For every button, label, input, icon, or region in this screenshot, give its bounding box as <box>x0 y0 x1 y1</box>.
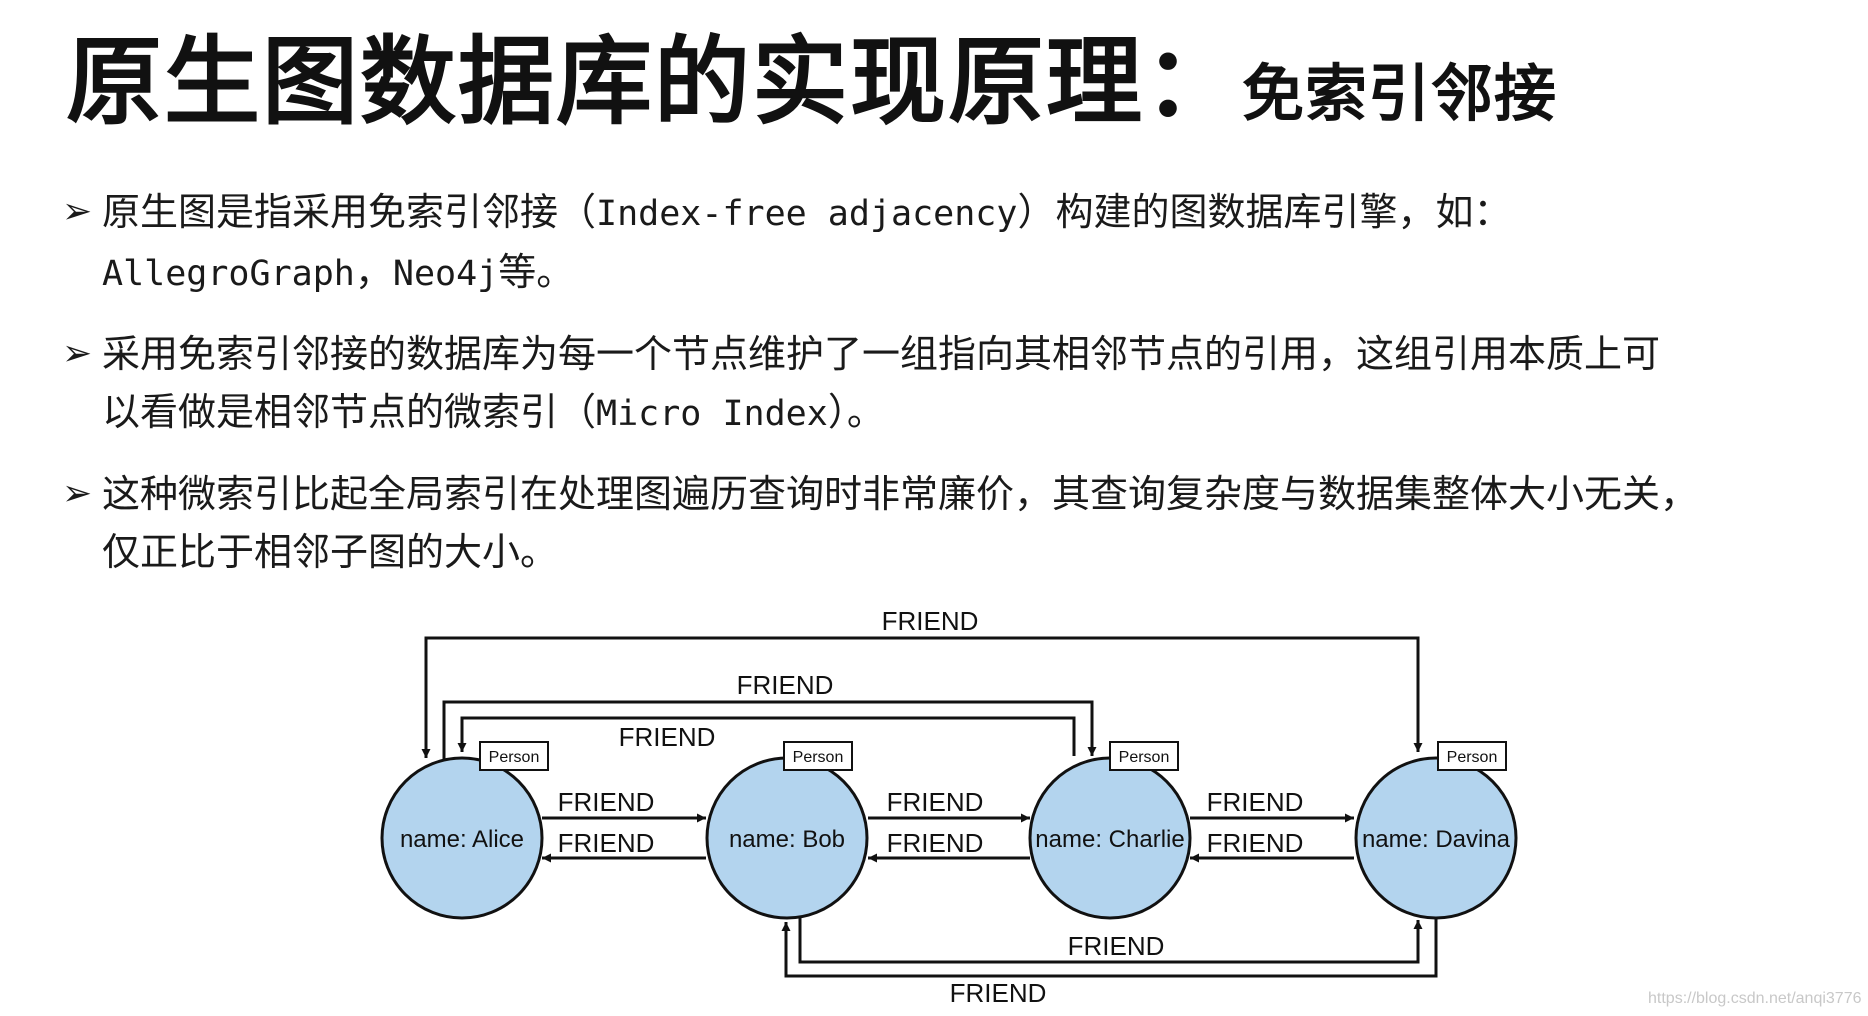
edge-alice-bob <box>542 813 706 863</box>
node-alice: name: Alice Person <box>380 741 549 920</box>
node-label: name: Alice <box>400 826 524 853</box>
edge-label: FRIEND <box>1207 787 1304 817</box>
edge-bob-davina-lower <box>798 918 1423 964</box>
edge-charlie-alice <box>457 716 1076 756</box>
node-type-tag: Person <box>1119 749 1170 766</box>
node-charlie: name: Charlie Person <box>1028 741 1192 920</box>
bullet-list: ➢ 原生图是指采用免索引邻接（Index-free adjacency）构建的图… <box>62 183 1862 603</box>
edge-label: FRIEND <box>558 787 655 817</box>
page-title: 原生图数据库的实现原理：免索引邻接 <box>66 29 1558 136</box>
edge-label: FRIEND <box>558 828 655 858</box>
node-label: name: Charlie <box>1035 826 1184 853</box>
edge-davina-bob-lower <box>781 912 1438 978</box>
bullet-1: ➢ 原生图是指采用免索引邻接（Index-free adjacency）构建的图… <box>62 183 1862 303</box>
bullet-3: ➢ 这种微索引比起全局索引在处理图遍历查询时非常廉价，其查询复杂度与数据集整体大… <box>62 465 1862 581</box>
arrow-bullet-icon: ➢ <box>62 473 93 514</box>
edge-label: FRIEND <box>619 722 716 752</box>
edge-bob-charlie <box>868 813 1030 863</box>
edge-label: FRIEND <box>882 606 979 636</box>
title-sub: 免索引邻接 <box>1242 57 1558 130</box>
node-type-tag: Person <box>489 749 540 766</box>
edge-label: FRIEND <box>950 978 1047 1008</box>
node-type-tag: Person <box>793 749 844 766</box>
node-type-tag: Person <box>1447 749 1498 766</box>
node-label: name: Davina <box>1362 826 1511 853</box>
node-label: name: Bob <box>729 826 845 853</box>
edge-label: FRIEND <box>887 828 984 858</box>
edge-label: FRIEND <box>1207 828 1304 858</box>
node-davina: name: Davina Person <box>1354 741 1518 920</box>
arrow-bullet-icon: ➢ <box>62 191 93 232</box>
watermark: https://blog.csdn.net/anqi3776 <box>1648 990 1862 1007</box>
edge-label: FRIEND <box>737 670 834 700</box>
edge-label: FRIEND <box>887 787 984 817</box>
edge-label: FRIEND <box>1068 931 1165 961</box>
bullet-2: ➢ 采用免索引邻接的数据库为每一个节点维护了一组指向其相邻节点的引用，这组引用本… <box>62 325 1862 443</box>
title-main: 原生图数据库的实现原理： <box>66 26 1242 138</box>
edge-alice-charlie <box>442 700 1097 760</box>
edge-alice-davina <box>421 636 1423 758</box>
arrow-bullet-icon: ➢ <box>62 333 93 374</box>
edge-charlie-davina <box>1190 813 1354 863</box>
node-bob: name: Bob Person <box>705 741 869 920</box>
